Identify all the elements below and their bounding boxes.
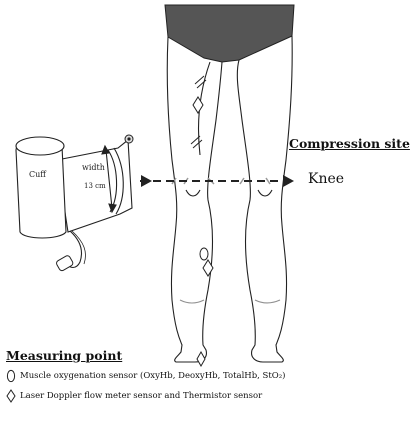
knee-label: Knee (308, 171, 344, 187)
cuff-width-value: 13 cm (84, 182, 106, 190)
legend-item-muscle-oxygenation: Muscle oxygenation sensor (OxyHb, DeoxyH… (6, 369, 286, 383)
legs-outline (167, 36, 292, 362)
diamond-marker-foot (197, 352, 205, 366)
shorts (165, 5, 294, 62)
diamond-icon (6, 389, 16, 403)
measuring-point-title: Measuring point (6, 348, 122, 363)
diamond-marker-thigh (193, 97, 203, 113)
compression-site-title: Compression site (289, 136, 410, 151)
cuff-illustration (16, 137, 132, 238)
cuff-width-label: width (82, 163, 105, 172)
legend-text-muscle-oxygenation: Muscle oxygenation sensor (OxyHb, DeoxyH… (20, 371, 286, 381)
cuff-label: Cuff (29, 170, 46, 179)
cuff-arrow-head (141, 175, 152, 187)
legend-item-laser-doppler: Laser Doppler flow meter sensor and Ther… (6, 389, 262, 403)
oval-icon (6, 369, 16, 383)
legend-text-laser-doppler: Laser Doppler flow meter sensor and Ther… (20, 391, 262, 401)
oval-marker-calf (200, 248, 208, 260)
cuff-tube-plug (55, 255, 73, 272)
compression-arrow-head (283, 175, 294, 187)
